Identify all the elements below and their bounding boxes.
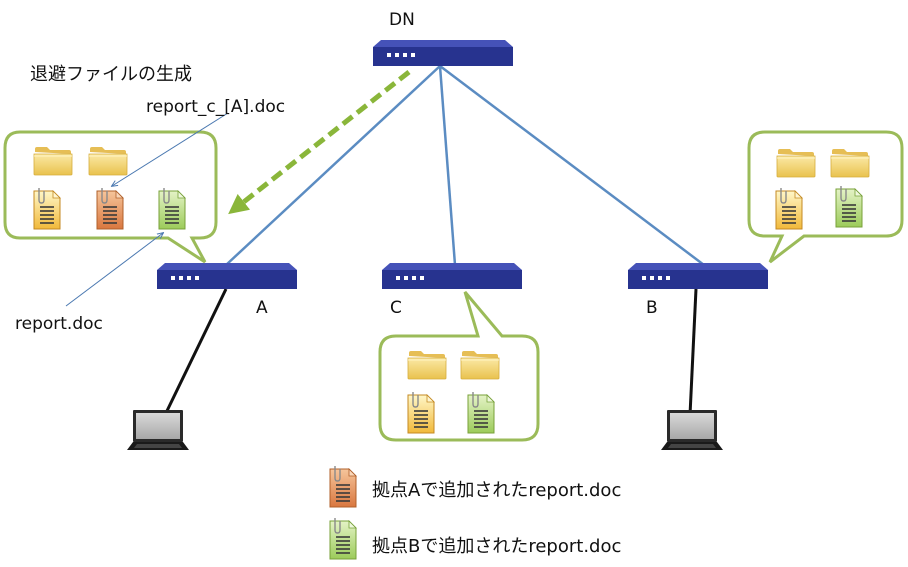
folder-icon (776, 148, 816, 178)
document-yellow-icon (33, 187, 61, 230)
callout-site-b (747, 130, 904, 264)
router-dn (373, 40, 513, 66)
node-label-c: C (390, 298, 402, 318)
link-dn-b (439, 65, 705, 266)
document-orange-icon (96, 187, 124, 230)
link-dn-c (438, 65, 457, 266)
laptop-cables (163, 288, 698, 416)
document-green-icon (835, 185, 863, 228)
folder-icon (33, 146, 73, 176)
original-file-label: report.doc (15, 314, 103, 334)
backup-title: 退避ファイルの生成 (30, 64, 192, 85)
callout-site-a (3, 130, 218, 264)
cable-b-laptop (688, 288, 698, 416)
conflict-file-label: report_c_[A].doc (146, 97, 286, 117)
folder-icon (830, 148, 870, 178)
pointer-conflict-file (112, 112, 229, 186)
node-label-dn: DN (389, 10, 415, 30)
router-c (382, 263, 522, 289)
link-dn-a (225, 65, 441, 266)
callout-site-c (378, 291, 540, 442)
folder-icon (460, 350, 500, 380)
legend-site-a: 拠点Aで追加されたreport.doc (372, 480, 622, 501)
document-yellow-icon (775, 187, 803, 230)
laptop-b (661, 410, 723, 450)
folder-icon (407, 350, 447, 380)
node-label-b: B (646, 298, 658, 318)
router-a (157, 263, 297, 289)
laptop-a (127, 410, 189, 450)
document-green-icon (467, 391, 495, 434)
legend-site-b: 拠点Bで追加されたreport.doc (372, 536, 622, 557)
sync-arrow (228, 70, 411, 215)
legend-orange-document-icon (329, 465, 357, 508)
document-green-icon (158, 187, 186, 230)
folder-icon (88, 146, 128, 176)
router-b (628, 263, 768, 289)
node-label-a: A (256, 298, 268, 318)
network-links (225, 65, 705, 266)
legend-green-document-icon (329, 517, 357, 560)
cable-a-laptop (163, 288, 228, 416)
document-yellow-icon (407, 391, 435, 434)
pointer-original-file (65, 233, 163, 307)
